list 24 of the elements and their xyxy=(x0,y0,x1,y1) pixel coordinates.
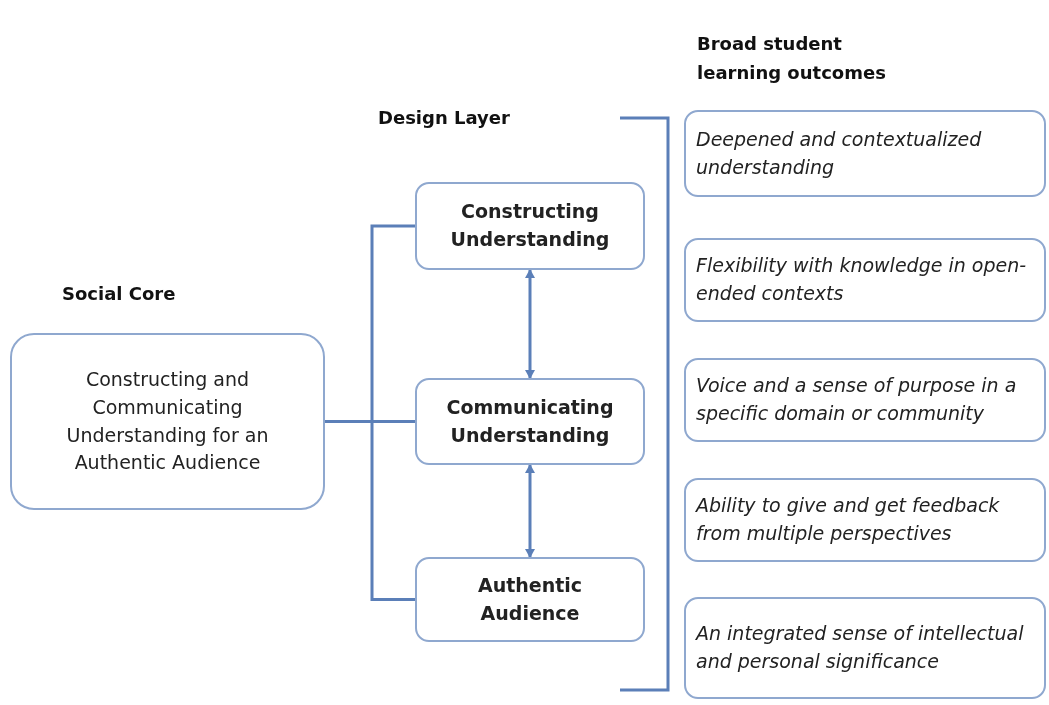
core-box xyxy=(10,333,325,510)
design-box xyxy=(415,182,645,270)
node-text: Deepened and contextualized understanding xyxy=(696,126,983,180)
connector-line xyxy=(325,420,415,601)
node-text: Flexibility with knowledge in open-ended contexts xyxy=(696,253,1028,306)
node-text: Constructing Understanding xyxy=(449,199,611,252)
column-heading: Social Core xyxy=(62,282,177,306)
outcome-box xyxy=(684,358,1046,442)
design-box xyxy=(415,378,645,465)
node-text: Voice and a sense of purpose in a specific domain or community xyxy=(696,373,1018,426)
node-text: Constructing and Communicating Understanding for an Authentic Audience xyxy=(65,367,270,476)
outcome-box xyxy=(684,238,1046,322)
outcome-box xyxy=(684,478,1046,562)
node-text: An integrated sense of intellectual and personal significance xyxy=(696,621,1025,674)
outcome-box xyxy=(684,597,1046,699)
outcome-box xyxy=(684,110,1046,197)
double-arrow xyxy=(525,464,535,558)
double-arrow xyxy=(525,269,535,379)
node-text: Authentic Audience xyxy=(476,572,584,626)
design-box xyxy=(415,557,645,642)
column-heading: Design Layer xyxy=(378,106,511,130)
node-text: Communicating Understanding xyxy=(445,394,615,448)
column-heading: Broad student learning outcomes xyxy=(697,32,887,85)
node-text: Ability to give and get feedback from multiple perspectives xyxy=(696,493,1001,546)
